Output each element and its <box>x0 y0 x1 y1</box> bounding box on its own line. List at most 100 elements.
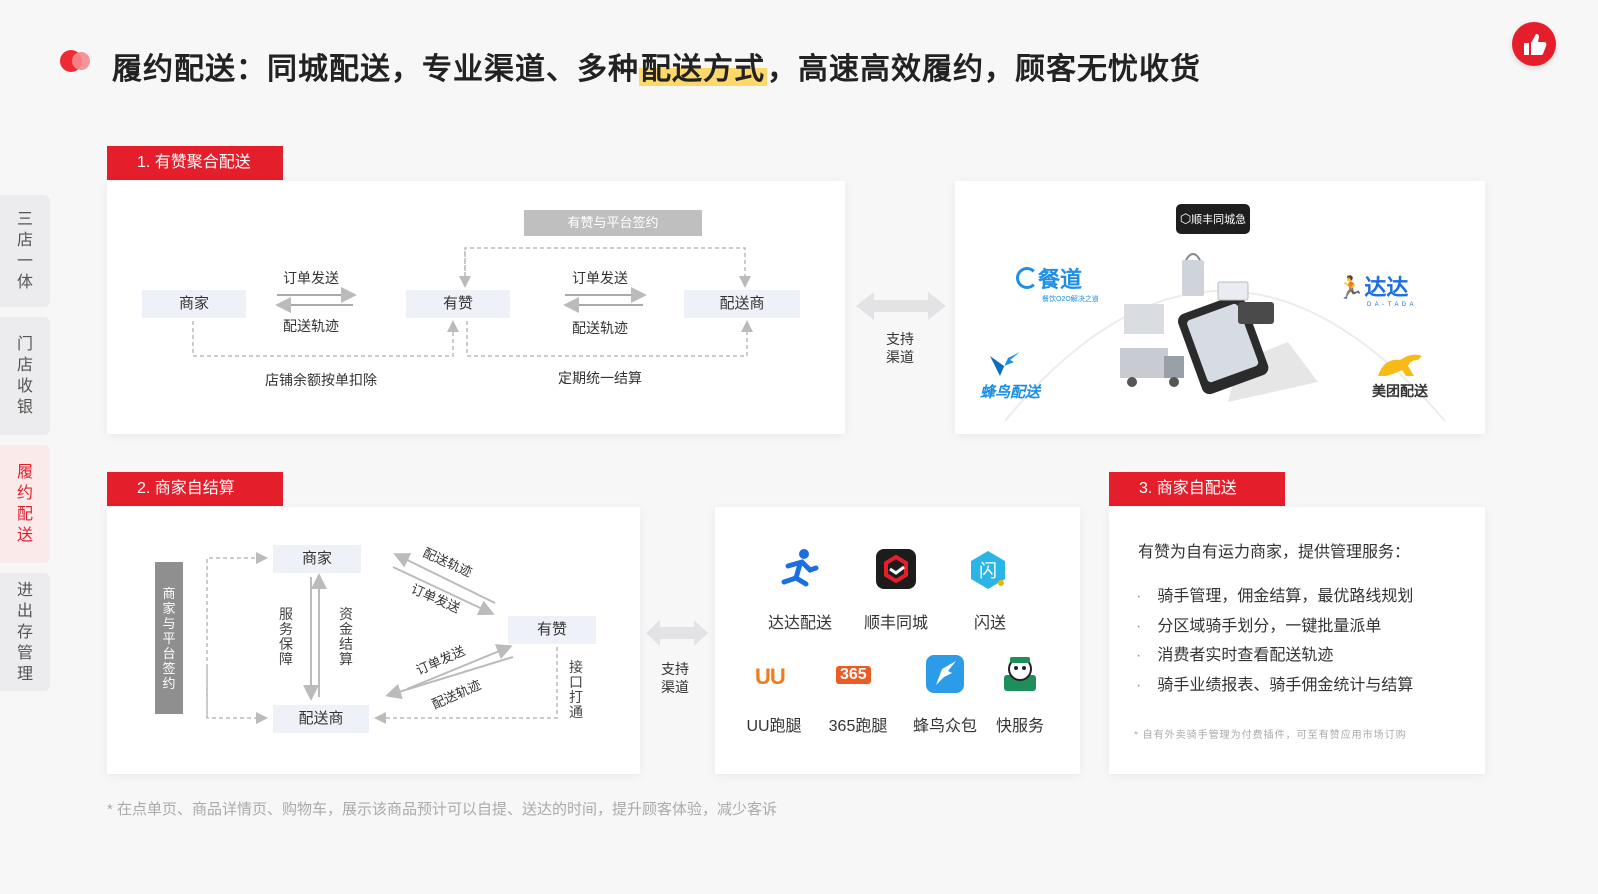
365-icon: 365 <box>836 666 871 684</box>
track-label-2: 配送轨迹 <box>572 320 628 336</box>
track-label: 配送轨迹 <box>283 318 339 334</box>
sidebar-item-char: 收 <box>16 378 33 395</box>
sidebar-item-char: 管 <box>16 644 33 662</box>
page-title: 履约配送：同城配送，专业渠道、多种配送方式，高速高效履约，顾客无忧收货 <box>112 44 1201 88</box>
order-send-label: 订单发送 <box>283 270 339 286</box>
support-double-arrow-icon <box>856 292 946 320</box>
sidebar-item-cashier[interactable]: 门店收银 <box>0 317 50 435</box>
sidebar-item-char: 履 <box>16 464 33 481</box>
title-bullet-icon <box>60 50 92 72</box>
fund-settlement-label: 资金结算 <box>338 607 354 667</box>
signing-char: 约 <box>162 675 176 691</box>
support-double-arrow-icon-2 <box>646 620 708 646</box>
cando-logo: 餐道 餐饮O2O解决之道 <box>1016 262 1099 304</box>
kangaroo-icon <box>1378 354 1422 376</box>
bullet-item: ·消费者实时查看配送轨迹 <box>1136 647 1334 664</box>
channel-label-kuaifuwu: 快服务 <box>995 718 1044 735</box>
fund-char: 结 <box>339 636 353 652</box>
section3-tab[interactable]: 3. 商家自配送 <box>1109 472 1285 506</box>
plugin-note: * 自有外卖骑手管理为付费插件，可至有赞应用市场订购 <box>1134 730 1407 741</box>
title-highlight: 配送方式 <box>639 53 767 86</box>
sidebar-item-char: 送 <box>16 527 33 544</box>
title-suffix: ，高速高效履约，顾客无忧收货 <box>767 53 1201 86</box>
cando-icon <box>1016 267 1038 289</box>
channel-label-365: 365跑腿 <box>828 718 888 735</box>
s2-courier-node: 配送商 <box>273 705 369 733</box>
signing-char: 商 <box>162 585 176 601</box>
sidebar-item-delivery[interactable]: 履约配送 <box>0 445 50 563</box>
sf-express-logo: ⬡顺丰同城急送 <box>1176 204 1250 256</box>
shansong-icon: 闪 <box>968 549 1008 596</box>
sidebar-item-three-stores[interactable]: 三店一体 <box>0 195 50 307</box>
sidebar-item-char: 银 <box>16 399 33 416</box>
periodic-settle-label: 定期统一结算 <box>558 370 642 386</box>
delivery-illustration <box>1120 253 1318 402</box>
signing-char: 家 <box>162 600 176 616</box>
fund-char: 资 <box>339 606 353 622</box>
hummingbird-icon <box>990 352 1020 376</box>
self-delivery-card <box>1109 507 1485 774</box>
dada-runner-icon: 🏃 <box>1337 275 1365 300</box>
api-char: 接 <box>569 659 583 675</box>
bullet-item: ·分区域骑手划分，一键批量派单 <box>1136 617 1382 635</box>
signing-char: 平 <box>162 630 176 646</box>
courier-node: 配送商 <box>684 290 800 318</box>
service-char: 障 <box>279 651 293 667</box>
sidebar-item-char: 存 <box>16 623 33 641</box>
channel-label-fengniao: 蜂鸟众包 <box>912 718 977 735</box>
s2-merchant-node: 商家 <box>273 545 361 573</box>
sidebar-item-char: 出 <box>16 602 33 620</box>
self-delivery-bullets: ·骑手管理，佣金结算，最优路线规划 ·分区域骑手划分，一键批量派单 ·消费者实时… <box>1136 582 1413 700</box>
bullet-item: ·骑手业绩报表、骑手佣金统计与结算 <box>1136 676 1414 694</box>
sidebar-item-char: 店 <box>16 232 33 249</box>
section2-tab[interactable]: 2. 商家自结算 <box>107 472 283 506</box>
api-char: 口 <box>569 674 583 690</box>
sidebar-item-char: 约 <box>16 485 33 502</box>
sidebar-item-char: 一 <box>16 253 33 270</box>
support-channel-label-2: 支持渠道 <box>661 661 689 695</box>
order-send-label-2: 订单发送 <box>572 270 628 286</box>
sidebar-item-char: 店 <box>16 357 33 374</box>
channel-label-shansong: 闪送 <box>973 615 1006 632</box>
kuaifuwu-icon <box>1000 655 1040 700</box>
sidebar-item-char: 理 <box>16 665 33 683</box>
youzan-logo-icon <box>1512 22 1556 66</box>
api-connect-label: 接口打通 <box>568 660 584 720</box>
service-char: 服 <box>279 606 293 622</box>
bullet-item: ·骑手管理，佣金结算，最优路线规划 <box>1136 588 1414 605</box>
self-settlement-arrows <box>206 552 558 724</box>
fengniao-icon <box>926 655 964 693</box>
dada-runner-icon <box>780 548 820 597</box>
uu-icon: UU <box>755 664 786 689</box>
channel-label-dada: 达达配送 <box>767 615 832 632</box>
service-guarantee-label: 服务保障 <box>278 607 294 667</box>
signing-char: 与 <box>162 615 176 631</box>
channel-label-uu: UU跑腿 <box>746 718 802 735</box>
sidebar-item-char: 门 <box>16 336 33 353</box>
title-prefix: 履约配送：同城配送，专业渠道、多种 <box>112 53 639 86</box>
api-char: 打 <box>569 689 583 705</box>
fund-char: 金 <box>339 621 353 637</box>
support-channel-label: 支持渠道 <box>886 331 914 365</box>
youzan-node: 有赞 <box>406 290 510 318</box>
signing-char: 签 <box>162 660 176 676</box>
service-char: 务 <box>279 621 293 637</box>
service-char: 保 <box>279 636 293 652</box>
section1-tab[interactable]: 1. 有赞聚合配送 <box>107 146 283 180</box>
self-delivery-heading: 有赞为自有运力商家，提供管理服务： <box>1138 544 1411 561</box>
merchant-platform-signing-bar: 商家与平台签约 <box>155 562 183 714</box>
sf-logo-icon <box>876 549 916 589</box>
sidebar-item-char: 进 <box>16 581 33 599</box>
api-char: 通 <box>569 704 583 720</box>
svg-text:闪: 闪 <box>979 561 997 582</box>
s2-youzan-node: 有赞 <box>508 616 596 644</box>
sidebar-item-char: 配 <box>16 506 33 523</box>
sidebar-item-char: 体 <box>16 274 33 291</box>
signing-char: 台 <box>162 645 176 661</box>
aggregate-flow-arrows <box>192 247 753 357</box>
fund-char: 算 <box>339 651 353 667</box>
platform-signing-label: 有赞与平台签约 <box>524 210 702 236</box>
balance-deduct-label: 店铺余额按单扣除 <box>265 372 377 388</box>
sidebar-item-inventory[interactable]: 进出存管理 <box>0 573 50 691</box>
channel-label-sf: 顺丰同城 <box>863 615 928 632</box>
